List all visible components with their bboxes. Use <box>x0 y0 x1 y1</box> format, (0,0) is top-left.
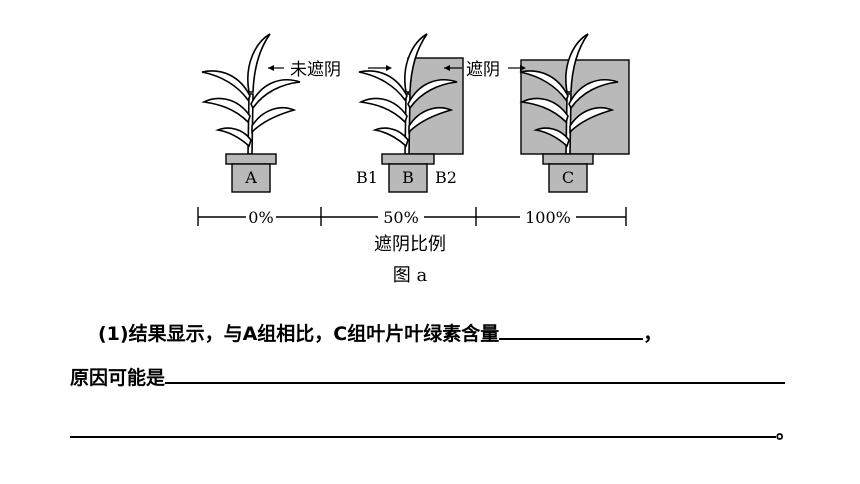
arrow-left-icon <box>444 65 450 71</box>
plant-a: A <box>201 33 301 193</box>
pot-c-label: C <box>562 168 574 187</box>
pot-a-label: A <box>244 168 257 187</box>
answer-blank-1[interactable] <box>499 318 644 340</box>
arrow-left-icon <box>268 65 274 71</box>
question-line-2: 原因可能是 <box>70 362 786 390</box>
b2-label: B2 <box>435 168 457 187</box>
answer-blank-3[interactable] <box>70 416 776 438</box>
pot-a: A <box>225 153 277 193</box>
figure-a: A B B1 B2 C 未遮阴 遮阴 <box>197 33 630 286</box>
arrow-right-icon <box>386 65 392 71</box>
question-text-1: (1)结果显示，与A组相比，C组叶片叶绿素含量 <box>98 323 500 345</box>
question-text-2: 原因可能是 <box>70 367 166 389</box>
scale-label-50: 50% <box>383 208 419 227</box>
plant-c: C <box>519 33 630 193</box>
unshaded-label: 未遮阴 <box>290 60 341 80</box>
plant-b: B B1 B2 <box>356 33 464 193</box>
arrow-right-icon <box>520 65 526 71</box>
question-line-1: (1)结果显示，与A组相比，C组叶片叶绿素含量 ， <box>98 318 662 346</box>
question-period: 。 <box>776 421 796 443</box>
shaded-label: 遮阴 <box>466 60 500 80</box>
question-comma: ， <box>643 323 663 345</box>
axis-title: 遮阴比例 <box>374 234 446 255</box>
answer-blank-2[interactable] <box>165 362 786 384</box>
question-line-3: 。 <box>70 416 795 444</box>
pot-c: C <box>542 153 594 193</box>
scale-label-100: 100% <box>525 208 571 227</box>
figure-caption: 图 a <box>393 265 428 286</box>
scale-label-0: 0% <box>248 208 273 227</box>
unshaded-annotation: 未遮阴 <box>268 60 392 80</box>
shade-half-b <box>407 57 464 155</box>
shaded-annotation: 遮阴 <box>444 60 526 80</box>
pot-b: B <box>381 153 435 193</box>
b1-label: B1 <box>356 168 378 187</box>
shade-ratio-scale: 0% 50% 100% <box>197 207 627 227</box>
pot-b-label: B <box>402 168 414 187</box>
